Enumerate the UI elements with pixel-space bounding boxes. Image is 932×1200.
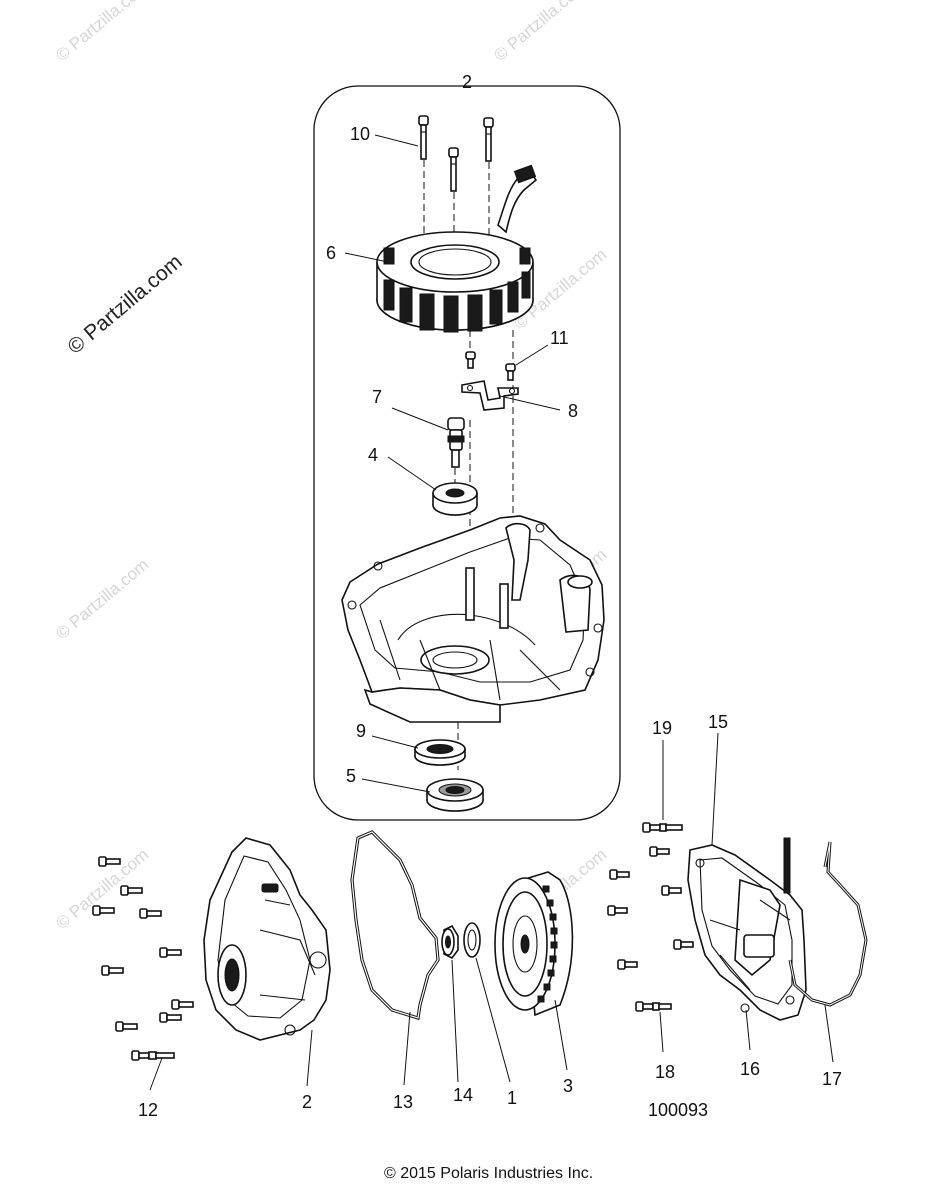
copyright-notice: © 2015 Polaris Industries Inc.	[384, 1165, 593, 1182]
watermark-text-strong: © Partzilla.com	[63, 250, 186, 359]
callout-7: 7	[372, 387, 382, 407]
watermark-text: © Partzilla.com	[52, 0, 152, 65]
callout-18: 18	[655, 1062, 675, 1082]
callout-2: 2	[302, 1092, 312, 1112]
callout-9: 9	[356, 721, 366, 741]
callout-16: 16	[740, 1059, 760, 1079]
bolt-middle	[448, 147, 459, 192]
flywheel	[494, 871, 574, 1017]
callout-5: 5	[346, 766, 356, 786]
right-cover-bolts	[607, 822, 694, 1012]
assembly-group-frame	[313, 85, 621, 821]
callout-6: 6	[326, 243, 336, 263]
oil-seal	[426, 778, 484, 812]
callout-19: 19	[652, 718, 672, 738]
stator	[376, 164, 538, 333]
spacer	[432, 482, 478, 516]
callout-10: 10	[350, 124, 370, 144]
callout-3: 3	[563, 1076, 573, 1096]
callout-8: 8	[568, 401, 578, 421]
watermark-text: © Partzilla.com	[52, 555, 152, 643]
stator-poles	[383, 247, 531, 333]
callout-labels: 2 10 6 11 7 8 4 9 5 19 15 12 2 13 14 1 3…	[138, 72, 842, 1120]
right-cover-gasket	[788, 841, 868, 1007]
callout-group-2: 2	[462, 72, 472, 92]
washer	[463, 922, 481, 958]
bolt-left	[418, 115, 429, 160]
callout-4: 4	[368, 445, 378, 465]
bearing	[414, 739, 466, 766]
callout-14: 14	[453, 1085, 473, 1105]
left-cover	[203, 837, 331, 1041]
watermark-text: © Partzilla.com	[490, 0, 590, 65]
bracket-screws	[465, 351, 516, 381]
wire-bracket	[461, 380, 519, 411]
watermarks: © Partzilla.com © Partzilla.com © Partzi…	[52, 0, 610, 933]
stator-bolts	[418, 115, 494, 192]
leader-lines	[149, 134, 834, 1091]
nut	[441, 924, 459, 960]
callout-15: 15	[708, 712, 728, 732]
left-cover-bolts	[92, 856, 194, 1061]
callout-12: 12	[138, 1100, 158, 1120]
bolt-right	[483, 117, 494, 162]
inner-housing	[341, 515, 605, 723]
callout-11: 11	[550, 328, 569, 348]
callout-13: 13	[393, 1092, 413, 1112]
flywheel-teeth	[537, 885, 558, 1003]
callout-1: 1	[507, 1088, 517, 1108]
speed-sensor	[447, 417, 465, 468]
callout-17: 17	[822, 1069, 842, 1089]
cover-gasket	[350, 830, 440, 1021]
right-cover	[687, 837, 807, 1021]
diagram-id: 100093	[648, 1100, 708, 1120]
